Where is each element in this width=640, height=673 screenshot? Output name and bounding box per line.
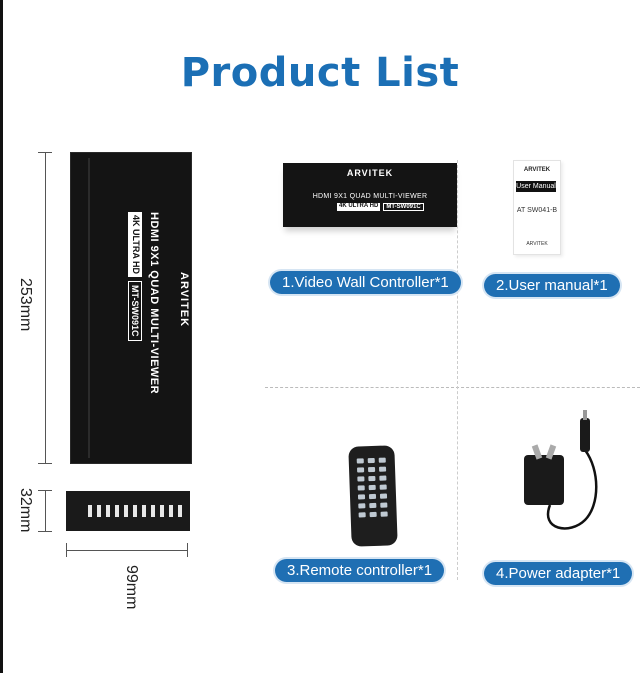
height-label: 253mm (17, 278, 34, 332)
manual-brand: ARVITEK (523, 167, 551, 173)
controller-brand: ARVITEK (346, 168, 394, 178)
depth-dimension-line (45, 490, 46, 532)
remote-button (368, 475, 376, 482)
device-brand: ARVITEK (178, 272, 190, 328)
manual-title: User Manual (516, 181, 556, 192)
device-edge (88, 158, 90, 458)
device-label-area: ARVITEK HDMI 9X1 QUAD MULTI-VIEWER 4K UL… (80, 152, 202, 464)
height-dimension-tick-bottom (38, 463, 52, 464)
multiviewer-device-front: ARVITEK HDMI 9X1 QUAD MULTI-VIEWER 4K UL… (70, 152, 192, 464)
device-model-line: HDMI 9X1 QUAD MULTI-VIEWER (148, 212, 160, 395)
width-dimension-line (66, 550, 188, 551)
controller-badges: 4K ULTRA HD MT-SW091C (337, 203, 424, 211)
remote-button (367, 466, 376, 473)
remote-button (378, 466, 387, 472)
remote-button (380, 511, 388, 517)
power-cable-icon (546, 410, 598, 530)
remote-button (369, 511, 377, 518)
manual-model: AT SW041-B (516, 207, 558, 214)
remote-button (369, 502, 377, 509)
height-dimension-line (45, 152, 46, 464)
page-title: Product List (180, 50, 460, 96)
controller-4k-badge: 4K ULTRA HD (337, 203, 381, 211)
power-adapter-image (524, 444, 564, 505)
vent-slot (97, 505, 101, 517)
remote-button (356, 467, 365, 473)
remote-button (379, 484, 387, 490)
item-label-remote-controller: 3.Remote controller*1 (275, 559, 445, 582)
device-model-badge: MT-SW091C (128, 281, 142, 341)
width-dimension-tick-left (66, 543, 67, 557)
remote-button (356, 458, 364, 464)
item-label-power-adapter: 4.Power adapter*1 (484, 562, 633, 585)
remote-button (367, 457, 375, 464)
depth-dimension-tick-bottom (38, 531, 52, 532)
remote-button (379, 493, 388, 499)
remote-button (378, 457, 386, 463)
remote-button (357, 494, 366, 500)
remote-controller-image (348, 445, 398, 547)
vent-slot (151, 505, 155, 517)
device-4k-badge: 4K ULTRA HD (128, 212, 142, 277)
remote-buttons (356, 457, 388, 518)
left-border (0, 0, 3, 673)
vent-slot (142, 505, 146, 517)
item-label-video-wall-controller: 1.Video Wall Controller*1 (270, 271, 461, 294)
vent-slot (88, 505, 92, 517)
vent-slot (133, 505, 137, 517)
vent-slot (124, 505, 128, 517)
remote-button (358, 512, 366, 518)
vent-slot (115, 505, 119, 517)
manual-footer-brand: ARVITEK (526, 241, 548, 247)
vent-slot (106, 505, 110, 517)
horizontal-separator (265, 387, 640, 388)
device-side-profile (66, 491, 190, 531)
device-badges: 4K ULTRA HD MT-SW091C (128, 212, 142, 341)
remote-button (358, 503, 366, 509)
depth-label: 32mm (17, 488, 34, 533)
vent-slot (160, 505, 164, 517)
remote-button (368, 484, 376, 491)
video-wall-controller-image: ARVITEK HDMI 9X1 QUAD MULTI-VIEWER 4K UL… (283, 163, 457, 227)
controller-model-line: HDMI 9X1 QUAD MULTI-VIEWER (312, 193, 428, 200)
width-dimension-tick-right (187, 543, 188, 557)
remote-button (357, 476, 365, 482)
width-label: 99mm (123, 565, 140, 610)
height-dimension-tick-top (38, 152, 52, 153)
item-label-user-manual: 2.User manual*1 (484, 274, 620, 297)
vent-slots (88, 505, 182, 517)
remote-button (380, 502, 388, 508)
controller-model-badge: MT-SW091C (383, 203, 424, 211)
vent-slot (178, 505, 182, 517)
depth-dimension-tick-top (38, 490, 52, 491)
vertical-separator (457, 160, 458, 580)
remote-button (379, 475, 387, 481)
remote-button (357, 485, 365, 491)
remote-button (368, 493, 377, 500)
user-manual-image: ARVITEK User Manual AT SW041-B ARVITEK (513, 160, 561, 255)
vent-slot (169, 505, 173, 517)
